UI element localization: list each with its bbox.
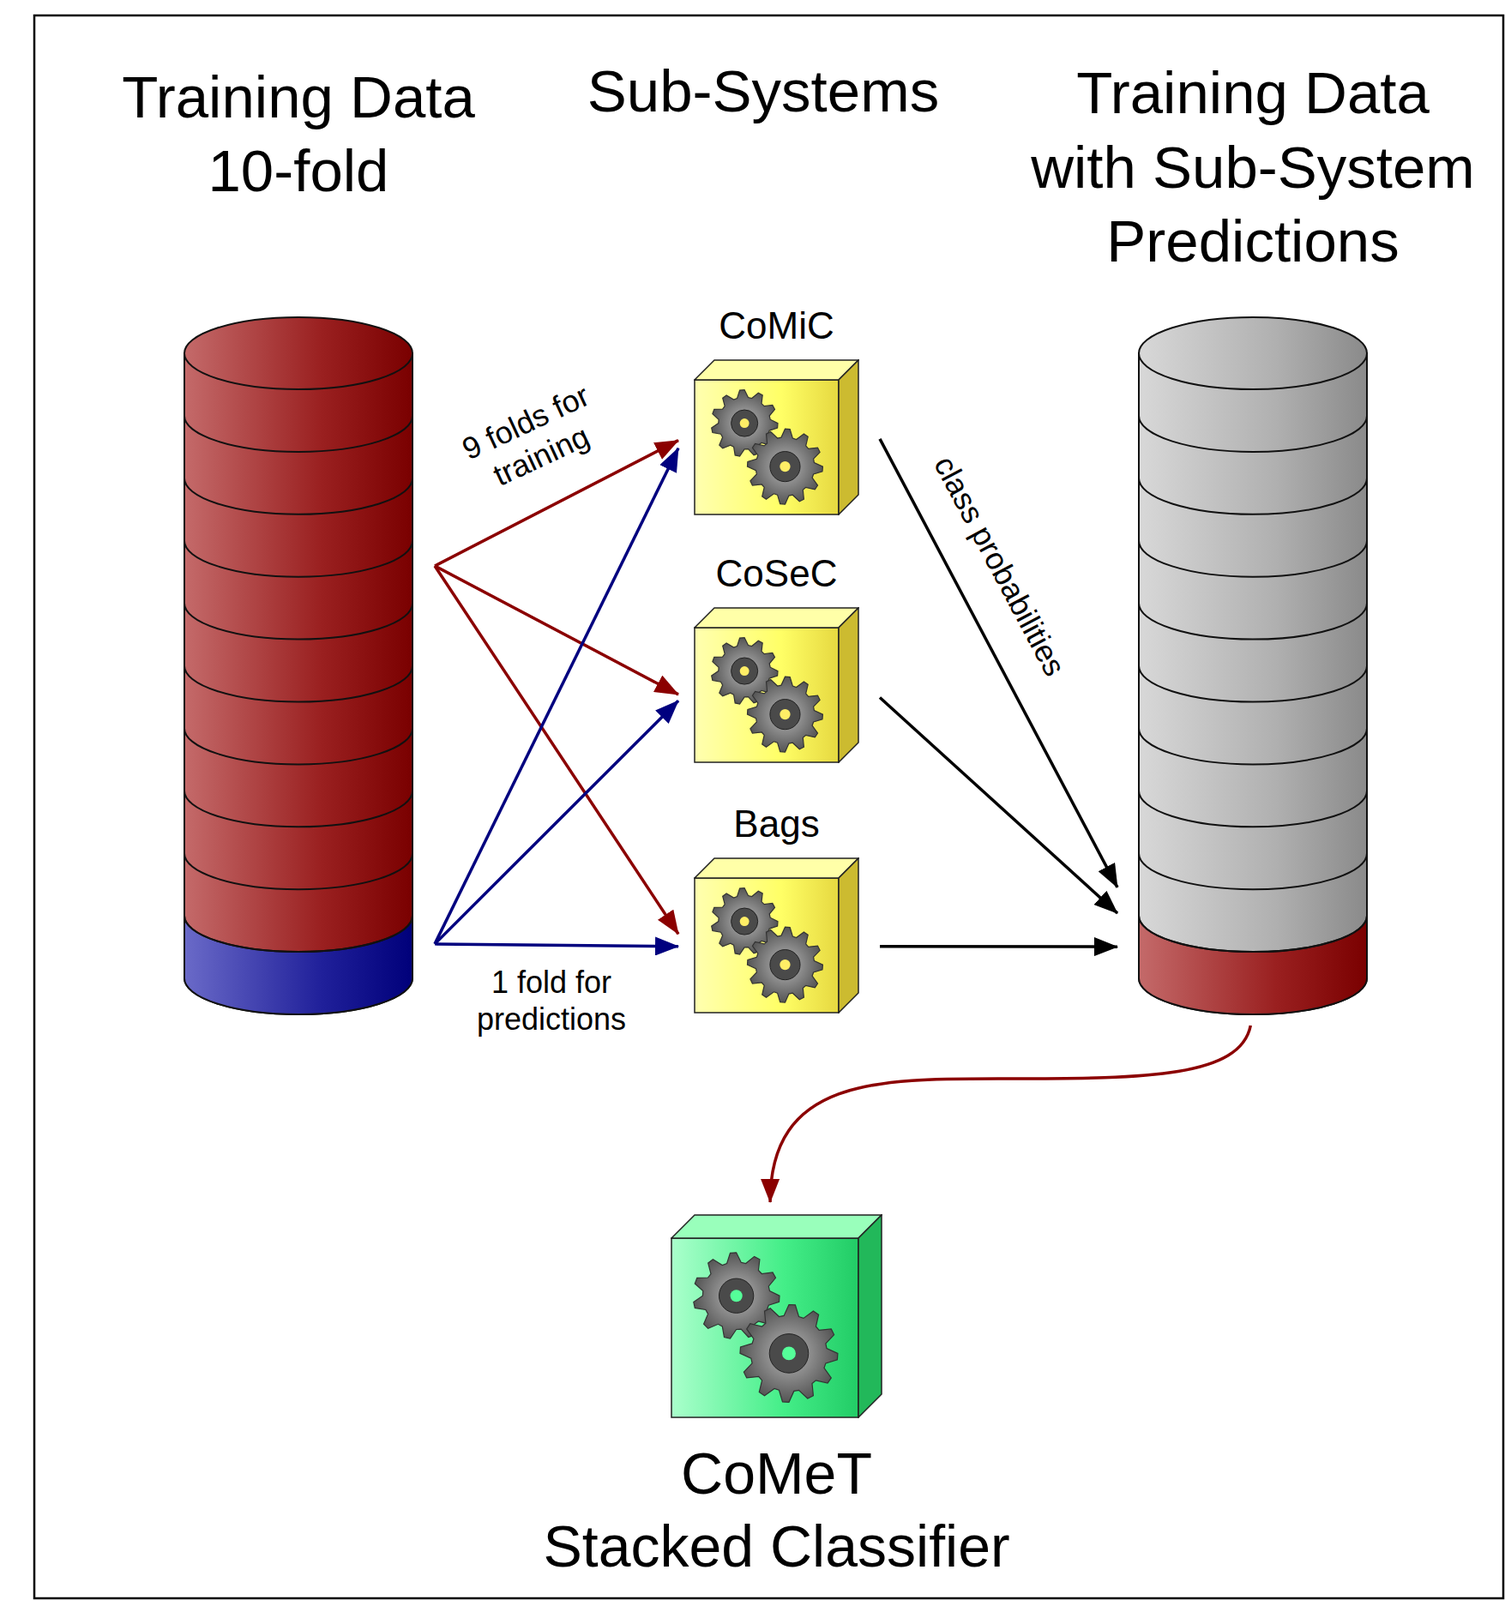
fold-divider	[1138, 728, 1367, 765]
cylinder-body	[184, 353, 413, 1015]
box-front	[671, 1238, 859, 1418]
box-front	[694, 627, 839, 763]
fold-divider	[1138, 666, 1367, 703]
heading-text: Training Data with Sub-System Prediction…	[1021, 56, 1485, 279]
subsystem-box: CoMeTStacked Classifier	[670, 1214, 883, 1419]
fold-divider	[184, 541, 413, 578]
data-cylinder: Training Data 10-fold	[183, 316, 414, 1016]
column-heading: Sub-Systems	[587, 54, 940, 129]
gear-axle	[782, 1346, 796, 1361]
arrow-connector	[770, 1025, 1251, 1203]
cylinder-fold-band	[1138, 915, 1367, 1015]
fold-divider	[1138, 603, 1367, 640]
gear-icon	[740, 1305, 838, 1403]
fold-divider	[1138, 915, 1367, 952]
node-heading: CoMeTStacked Classifier	[476, 1437, 1078, 1584]
box-top	[694, 858, 859, 879]
box-front	[694, 379, 839, 515]
arrow-connector	[879, 945, 1118, 949]
box-side	[838, 858, 859, 1013]
box-shape	[693, 857, 860, 1014]
box-shape	[693, 607, 860, 764]
fold-divider	[1138, 790, 1367, 827]
cylinder-shape	[1137, 316, 1368, 1016]
fold-divider	[184, 728, 413, 765]
box-shape	[670, 1214, 883, 1419]
gear-hub	[731, 908, 759, 935]
node-heading: Training Data with Sub-System Prediction…	[1021, 56, 1485, 279]
gear-axle	[740, 916, 750, 927]
gear-axle	[730, 1289, 743, 1302]
box-shape	[693, 359, 860, 516]
fold-divider	[1138, 853, 1367, 890]
data-cylinder: Training Data with Sub-System Prediction…	[1137, 316, 1368, 1016]
cylinder-top	[184, 317, 413, 390]
heading-text: CoSeC	[648, 549, 906, 597]
subsystem-box: CoMiC	[693, 359, 860, 516]
box-top	[671, 1215, 882, 1239]
gear-hub	[770, 950, 801, 981]
gear-hub	[731, 409, 759, 437]
cylinder-top	[1138, 317, 1367, 390]
box-top	[694, 360, 859, 380]
cylinder-shape	[183, 316, 414, 1016]
fold-divider	[184, 915, 413, 952]
box-side	[838, 608, 859, 763]
node-heading: CoMiC	[648, 301, 906, 350]
heading-text: CoMiC	[648, 301, 906, 350]
gear-axle	[779, 959, 790, 970]
gear-axle	[779, 709, 790, 720]
gear-hub	[770, 451, 801, 482]
gear-hub	[719, 1278, 754, 1313]
fold-divider	[184, 603, 413, 640]
fold-divider	[184, 478, 413, 515]
box-side	[858, 1215, 882, 1418]
fold-divider	[184, 415, 413, 452]
arrow-connector	[434, 565, 679, 695]
edge-label: 1 fold for predictions	[449, 963, 654, 1039]
heading-text: Bags	[648, 800, 906, 848]
node-heading: Bags	[648, 800, 906, 848]
gear-hub	[769, 1334, 809, 1374]
box-top	[694, 608, 859, 628]
gear-icon	[747, 428, 824, 505]
fold-divider	[184, 790, 413, 827]
node-heading: CoSeC	[648, 549, 906, 597]
arrow-connector	[434, 944, 679, 947]
edge-label: 9 folds for training	[444, 370, 623, 508]
gear-axle	[740, 418, 750, 428]
fold-divider	[1138, 478, 1367, 515]
frame-border	[34, 15, 1504, 1599]
fold-divider	[184, 853, 413, 890]
box-front	[694, 878, 839, 1013]
cylinder-fold-band	[184, 915, 413, 1015]
arrow-connector	[434, 448, 679, 945]
heading-text: Training Data 10-fold	[84, 60, 513, 210]
gear-icon	[747, 927, 824, 1003]
fold-divider	[1138, 415, 1367, 452]
fold-divider	[184, 666, 413, 703]
node-heading: Training Data 10-fold	[84, 60, 513, 210]
cylinder-body	[1138, 353, 1367, 1015]
heading-text: CoMeT	[476, 1437, 1078, 1511]
arrow-connector	[879, 698, 1118, 914]
arrow-connector	[434, 565, 679, 934]
gear-axle	[779, 461, 790, 472]
box-side	[838, 360, 859, 515]
gear-icon	[747, 676, 824, 753]
gear-axle	[740, 666, 750, 676]
gear-hub	[731, 657, 759, 685]
subsystem-box: CoSeC	[693, 607, 860, 764]
subsystem-box: Bags	[693, 857, 860, 1014]
arrow-connector	[434, 700, 679, 945]
gear-hub	[770, 699, 801, 730]
heading-text: Stacked Classifier	[476, 1510, 1078, 1584]
fold-divider	[1138, 541, 1367, 578]
arrow-connector	[879, 439, 1118, 888]
